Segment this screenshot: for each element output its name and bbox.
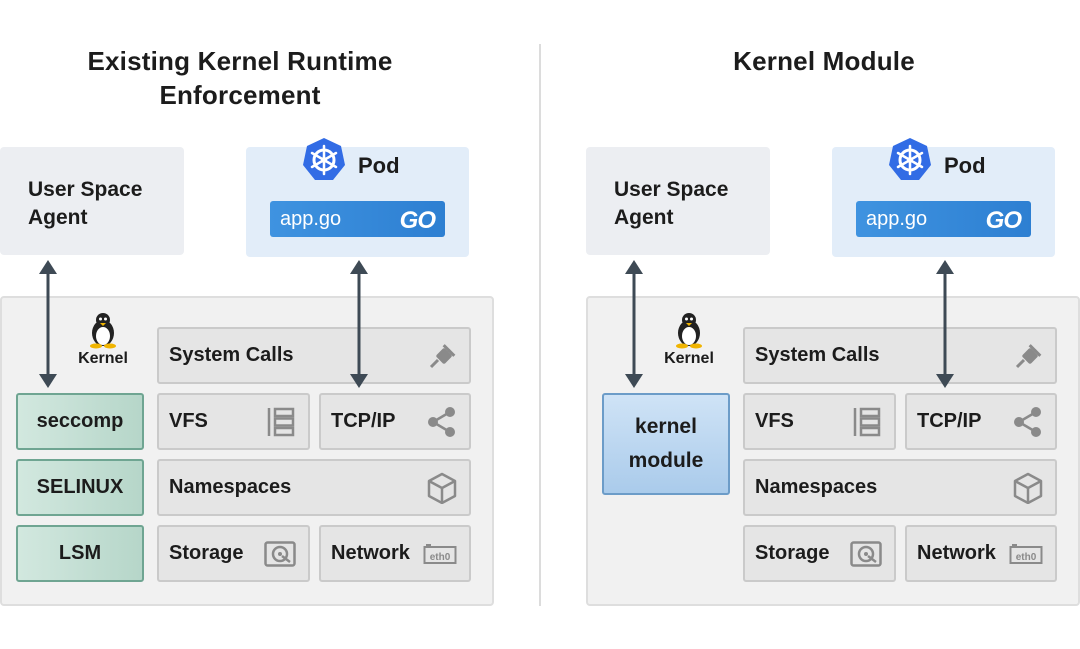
kernel-module-line2: module: [628, 449, 704, 472]
left-pod-arrow: [350, 260, 368, 388]
right-storage-label: Storage: [755, 542, 830, 564]
left-storage-label: Storage: [169, 542, 244, 564]
left-title: Existing Kernel Runtime Enforcement: [40, 44, 440, 112]
left-network: Network eth0: [319, 525, 471, 582]
left-user-space-agent: User Space Agent: [0, 147, 184, 255]
list-icon: [852, 406, 882, 438]
left-tcpip-label: TCP/IP: [331, 410, 396, 432]
right-user-space-agent: User Space Agent: [586, 147, 770, 255]
plug-icon: [427, 341, 457, 371]
right-pod-arrow: [936, 260, 954, 388]
left-storage: Storage: [157, 525, 310, 582]
tux-icon: [86, 311, 120, 349]
right-user-agent-line2: Agent: [614, 206, 674, 229]
right-tcpip-label: TCP/IP: [917, 410, 982, 432]
kernel-module-line1: kernel: [635, 415, 697, 438]
left-tcpip: TCP/IP: [319, 393, 471, 450]
right-namespaces-label: Namespaces: [755, 476, 878, 498]
share-icon: [1013, 406, 1043, 438]
left-pod-box: app.go GO: [246, 147, 469, 257]
left-app-label: app.go: [280, 208, 342, 230]
disk-icon: [850, 540, 882, 567]
right-vfs-label: VFS: [755, 410, 794, 432]
left-namespaces-label: Namespaces: [169, 476, 292, 498]
right-vfs: VFS: [743, 393, 896, 450]
right-agent-arrow: [625, 260, 643, 388]
right-namespaces: Namespaces: [743, 459, 1057, 516]
left-eth0-label: eth0: [430, 552, 451, 563]
left-system-calls-label: System Calls: [169, 344, 294, 366]
left-kernel-label: Kernel: [78, 350, 128, 367]
eth0-port-icon: eth0: [1009, 543, 1043, 565]
cube-icon: [427, 472, 457, 504]
share-icon: [427, 406, 457, 438]
right-pod-label: Pod: [944, 153, 986, 178]
right-title: Kernel Module: [733, 46, 915, 76]
right-eth0-label: eth0: [1016, 552, 1037, 563]
right-user-agent-line1: User Space: [614, 178, 729, 201]
left-vfs-label: VFS: [169, 410, 208, 432]
cube-icon: [1013, 472, 1043, 504]
seccomp-box: seccomp: [16, 393, 144, 450]
right-tcpip: TCP/IP: [905, 393, 1057, 450]
right-storage: Storage: [743, 525, 896, 582]
left-network-label: Network: [331, 542, 410, 564]
left-user-agent-line1: User Space: [28, 178, 143, 201]
left-vfs: VFS: [157, 393, 310, 450]
plug-icon: [1013, 341, 1043, 371]
right-kernel-label: Kernel: [664, 350, 714, 367]
left-title-line1: Existing Kernel Runtime: [87, 46, 393, 76]
right-system-calls-label: System Calls: [755, 344, 880, 366]
tux-icon: [672, 311, 706, 349]
left-system-calls: System Calls: [157, 327, 471, 384]
right-network-label: Network: [917, 542, 996, 564]
selinux-box: SELINUX: [16, 459, 144, 516]
right-app-label: app.go: [866, 208, 928, 230]
panel-divider: [539, 44, 541, 606]
left-namespaces: Namespaces: [157, 459, 471, 516]
lsm-box: LSM: [16, 525, 144, 582]
left-title-line2: Enforcement: [159, 80, 321, 110]
right-system-calls: System Calls: [743, 327, 1057, 384]
right-app-bar: app.go GO: [856, 201, 1031, 237]
right-network: Network eth0: [905, 525, 1057, 582]
kernel-module-box: kernel module: [602, 393, 730, 495]
go-logo: GO: [399, 207, 436, 234]
eth0-port-icon: eth0: [423, 543, 457, 565]
go-logo: GO: [985, 207, 1022, 234]
list-icon: [266, 406, 296, 438]
left-agent-arrow: [39, 260, 57, 388]
kubernetes-icon: [300, 136, 348, 184]
right-pod-box: app.go GO: [832, 147, 1055, 257]
left-app-bar: app.go GO: [270, 201, 445, 237]
left-user-agent-line2: Agent: [28, 206, 88, 229]
disk-icon: [264, 540, 296, 567]
kubernetes-icon: [886, 136, 934, 184]
left-pod-label: Pod: [358, 153, 400, 178]
